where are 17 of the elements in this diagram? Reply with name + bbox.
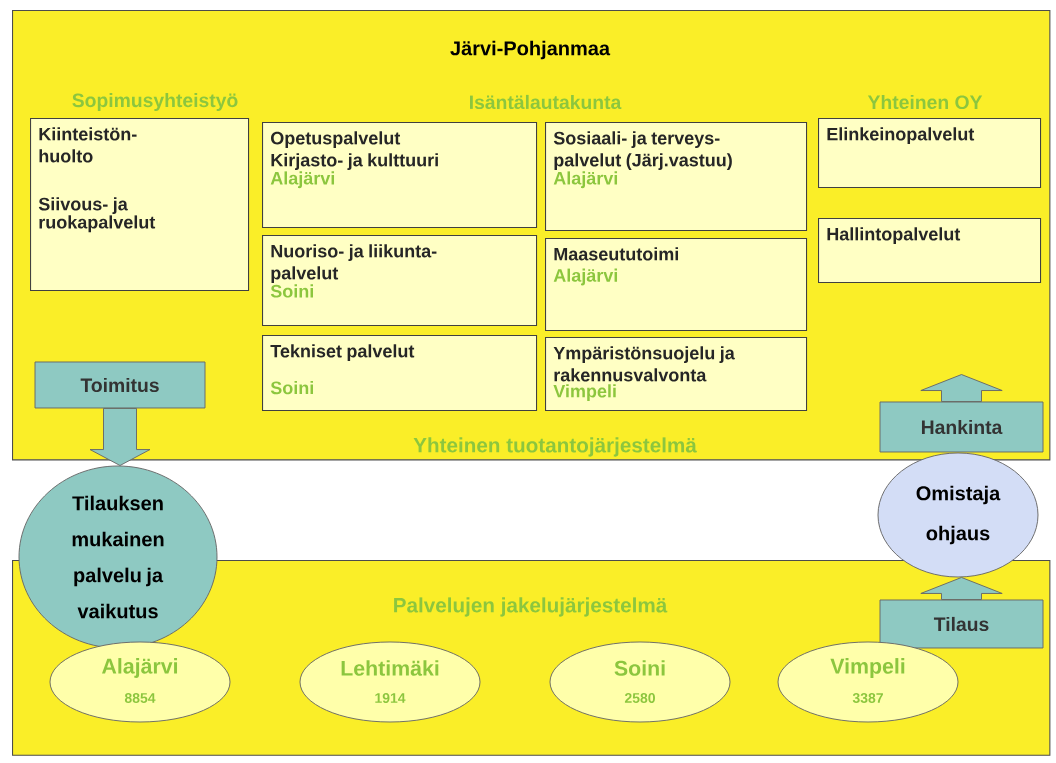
service-box: Sosiaali- ja terveys- palvelut (Järj.vastuu) Alajärvi	[545, 122, 808, 232]
group-heading: Sopimusyhteistyö	[72, 93, 238, 111]
service-box: Opetuspalvelut Kirjasto- ja kulttuuri Alajärvi	[262, 122, 538, 229]
band-title: Järvi-Pohjanmaa	[450, 40, 611, 60]
service-box: Maaseututoimi Alajärvi	[545, 238, 808, 332]
service-box: Elinkeinopalvelut	[818, 118, 1042, 189]
service-box: Kiinteistön- huolto Siivous- ja ruokapalvelut	[30, 118, 250, 292]
service-box: Hallintopalvelut	[818, 218, 1042, 284]
service-box: Tekniset palvelut Soini	[262, 335, 538, 412]
group-heading: Isäntälautakunta	[470, 94, 622, 110]
block-arrow	[920, 577, 1003, 600]
service-box: Ympäristönsuojelu ja rakennusvalvonta Vimpeli	[545, 337, 808, 412]
service-box: Nuoriso- ja liikunta- palvelut Soini	[262, 235, 538, 327]
band-title: Palvelujen jakelujärjestelmä	[394, 597, 668, 617]
band-title: Yhteinen tuotantojärjestelmä	[413, 437, 697, 457]
block-arrow	[89, 408, 151, 466]
block-arrow	[920, 374, 1003, 402]
